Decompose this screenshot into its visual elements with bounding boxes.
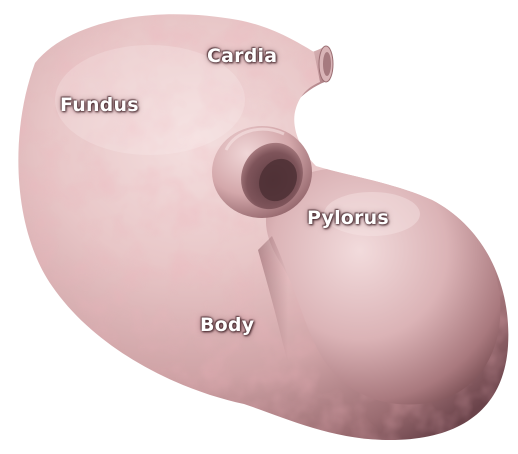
label-fundus: Fundus xyxy=(60,96,139,115)
label-cardia: Cardia xyxy=(207,47,277,66)
label-body: Body xyxy=(200,316,254,335)
label-pylorus: Pylorus xyxy=(307,209,389,228)
